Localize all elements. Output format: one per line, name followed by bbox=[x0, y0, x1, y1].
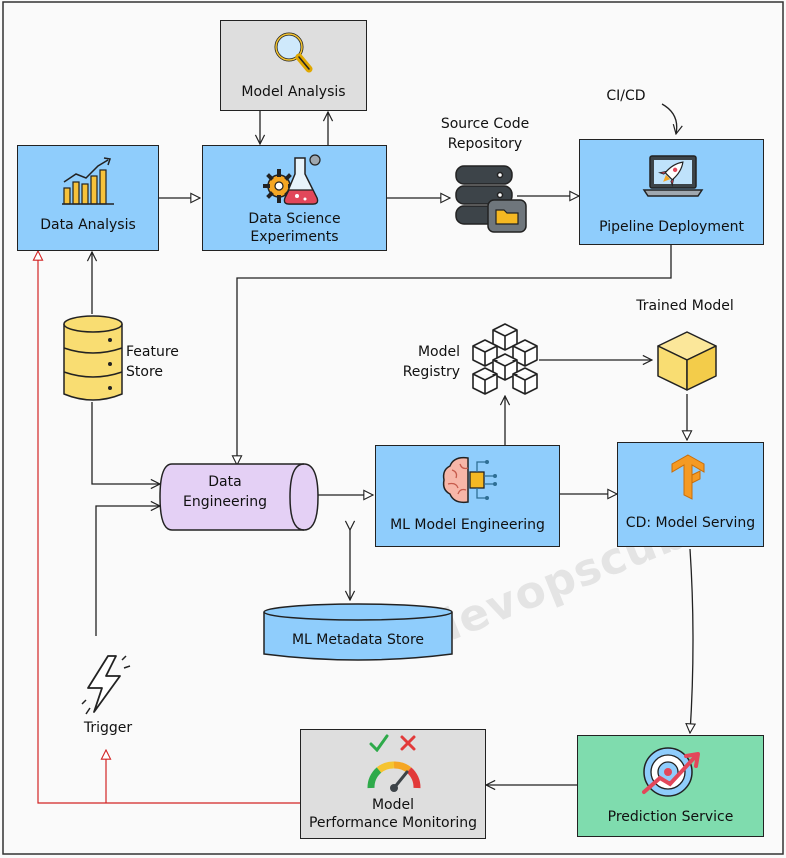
edge-cicd-to-pipeline bbox=[661, 103, 677, 134]
prediction-service-label: Prediction Service bbox=[607, 808, 734, 825]
cubes-icon[interactable] bbox=[469, 320, 541, 396]
data-engineering-label[interactable]: Data Engineering bbox=[160, 472, 290, 513]
pipeline-deployment-label: Pipeline Deployment bbox=[599, 218, 744, 235]
edge-trigger-to-data-eng bbox=[95, 506, 160, 636]
model-analysis-label: Model Analysis bbox=[241, 83, 346, 100]
check-icon bbox=[369, 734, 389, 752]
edge-pipeline-to-data-eng bbox=[237, 245, 672, 465]
feature-store-line1: Feature bbox=[126, 344, 179, 360]
model-registry-line2: Registry bbox=[402, 364, 460, 381]
model-registry-line1: Model bbox=[417, 344, 460, 360]
laptop-rocket-icon bbox=[642, 155, 704, 197]
ds-experiments-line2: Experiments bbox=[250, 228, 339, 245]
cross-icon bbox=[400, 735, 416, 751]
model-analysis-node[interactable]: Model Analysis bbox=[220, 20, 367, 111]
source-repo-line1: Source Code bbox=[440, 116, 530, 132]
cd-model-serving-label: CD: Model Serving bbox=[625, 514, 756, 531]
data-engineering-line2: Engineering bbox=[183, 494, 267, 511]
edge-monitoring-to-data-analysis bbox=[38, 251, 300, 804]
cube-icon[interactable] bbox=[654, 328, 720, 394]
source-repo-line2: Repository bbox=[447, 136, 523, 153]
flask-gear-icon bbox=[263, 154, 321, 205]
data-analysis-node[interactable]: Data Analysis bbox=[17, 145, 159, 251]
data-engineering-line1: Data bbox=[208, 474, 242, 490]
lightning-icon[interactable] bbox=[78, 652, 134, 716]
ml-metadata-store-shape bbox=[263, 603, 453, 661]
trained-model-label: Trained Model bbox=[636, 298, 734, 314]
ml-model-engineering-node[interactable]: ML Model Engineering bbox=[375, 445, 560, 547]
ds-experiments-line1: Data Science bbox=[248, 210, 341, 227]
database-folder-icon[interactable] bbox=[450, 160, 530, 236]
ml-model-engineering-label: ML Model Engineering bbox=[390, 516, 545, 533]
trigger-label: Trigger bbox=[83, 720, 133, 736]
model-perf-monitoring-line2: Performance Monitoring bbox=[308, 814, 478, 831]
gauge-icon bbox=[367, 761, 421, 792]
ds-experiments-node[interactable]: Data Science Experiments bbox=[202, 145, 387, 251]
brain-chip-icon bbox=[442, 456, 497, 504]
ml-metadata-store-label[interactable]: ML Metadata Store bbox=[291, 632, 425, 648]
source-repo-label: Source Code Repository bbox=[430, 114, 540, 155]
prediction-service-node[interactable]: Prediction Service bbox=[577, 735, 764, 837]
magnifier-icon bbox=[274, 32, 313, 73]
tensorflow-icon bbox=[671, 454, 705, 500]
model-perf-monitoring-line1: Model bbox=[371, 796, 415, 813]
feature-store-line2: Store bbox=[126, 364, 164, 381]
data-engineering-shape bbox=[159, 463, 319, 531]
cd-model-serving-node[interactable]: CD: Model Serving bbox=[617, 442, 764, 547]
model-registry-label: Model Registry bbox=[388, 342, 460, 383]
bar-chart-icon bbox=[62, 157, 114, 205]
target-icon bbox=[642, 747, 700, 797]
cicd-label: CI/CD bbox=[606, 88, 646, 104]
edge-feature-to-data-eng bbox=[91, 402, 160, 484]
model-perf-monitoring-node[interactable]: Model Performance Monitoring bbox=[300, 729, 486, 839]
database-icon[interactable] bbox=[60, 314, 126, 406]
pipeline-deployment-node[interactable]: Pipeline Deployment bbox=[579, 139, 764, 245]
feature-store-label: Feature Store bbox=[126, 342, 192, 383]
edge-cd-to-prediction bbox=[690, 548, 693, 733]
data-analysis-label: Data Analysis bbox=[40, 216, 136, 233]
